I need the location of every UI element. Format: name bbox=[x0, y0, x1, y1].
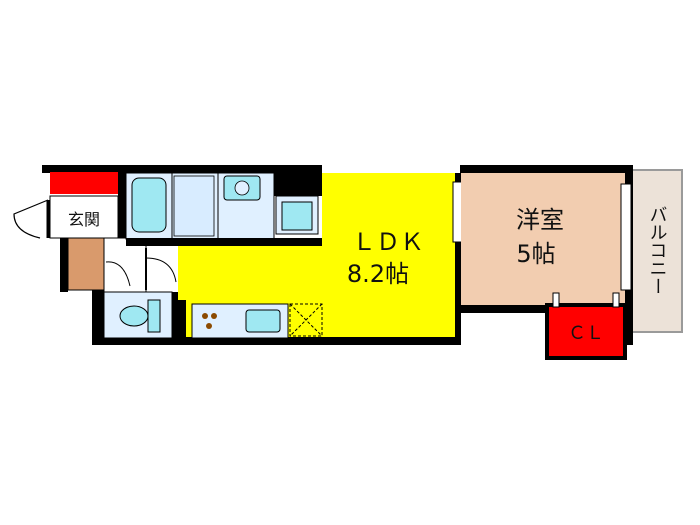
partition-wall bbox=[455, 173, 461, 345]
bottom-wall bbox=[92, 337, 457, 345]
western-room bbox=[461, 173, 625, 305]
western-room-size: 5帖 bbox=[516, 240, 555, 268]
balcony-window bbox=[620, 183, 632, 291]
sink-basin-icon bbox=[234, 180, 250, 196]
entrance-floor bbox=[67, 237, 105, 291]
entrance bbox=[49, 195, 119, 239]
entrance-door bbox=[13, 199, 49, 239]
bathtub bbox=[131, 177, 167, 233]
fridge-space bbox=[289, 303, 323, 337]
ldk-door bbox=[145, 257, 177, 283]
top-wall-left bbox=[42, 165, 322, 173]
top-wall-right bbox=[460, 165, 630, 173]
washing-machine bbox=[281, 201, 313, 231]
wall-block-5 bbox=[126, 238, 322, 246]
hall-floor bbox=[103, 237, 147, 293]
balcony-label: バルコニー bbox=[647, 205, 668, 295]
western-room-label: 洋室 bbox=[516, 206, 564, 234]
toilet-icon bbox=[119, 305, 149, 327]
toilet-tank bbox=[147, 299, 161, 333]
shower-area bbox=[173, 175, 215, 237]
hall-door bbox=[105, 261, 131, 287]
wall-block-6 bbox=[172, 292, 186, 338]
closet-label: ＣＬ bbox=[568, 323, 604, 344]
wall-block-1 bbox=[118, 172, 126, 238]
wall-block-4 bbox=[274, 173, 322, 196]
closet bbox=[545, 303, 627, 360]
wall-block-3 bbox=[92, 290, 104, 345]
entrance-label: 玄関 bbox=[68, 210, 100, 229]
ldk bbox=[178, 173, 455, 337]
ldk-label: ＬＤＫ bbox=[352, 228, 424, 256]
entrance-storage bbox=[50, 172, 118, 194]
ldk-size: 8.2帖 bbox=[347, 260, 409, 288]
kitchen-sink bbox=[245, 309, 281, 333]
western-room-bottom-wall bbox=[461, 305, 547, 313]
closet-door-left bbox=[552, 292, 560, 308]
fridge-x2 bbox=[289, 303, 323, 337]
closet-door-right bbox=[612, 292, 620, 308]
wall-block-2 bbox=[60, 238, 68, 292]
stove-icon bbox=[202, 313, 217, 329]
